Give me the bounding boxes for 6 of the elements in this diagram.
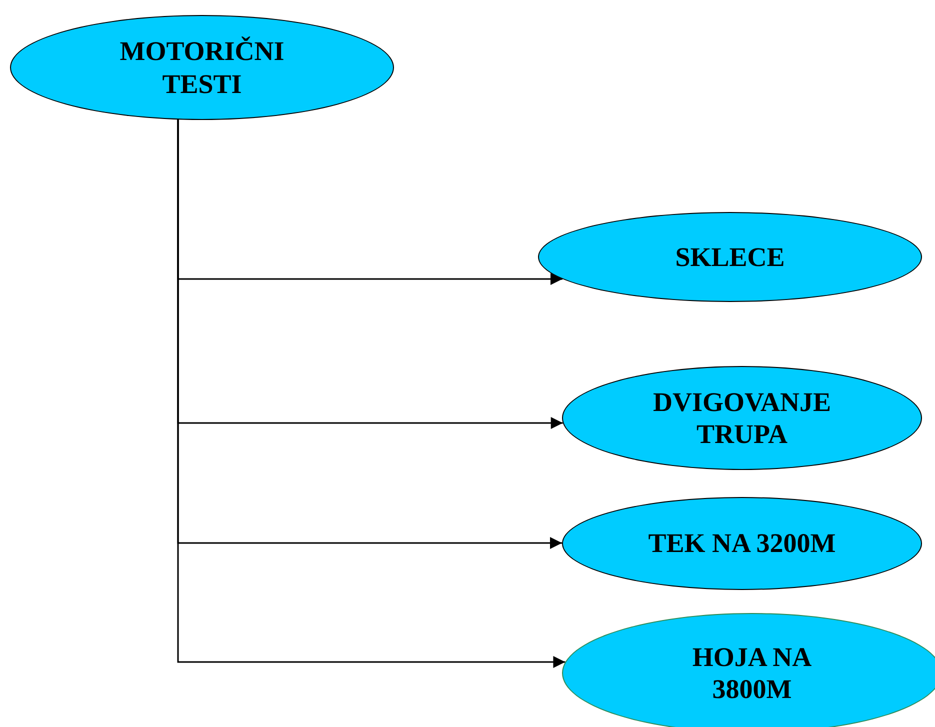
node-label: DVIGOVANJE TRUPA bbox=[652, 386, 832, 450]
node-label: MOTORIČNI TESTI bbox=[118, 35, 286, 100]
node-label: HOJA NA 3800M bbox=[691, 640, 813, 706]
arrow bbox=[177, 120, 566, 668]
node-label: SKLECE bbox=[675, 240, 785, 274]
node-label: TEK NA 3200M bbox=[648, 527, 836, 560]
